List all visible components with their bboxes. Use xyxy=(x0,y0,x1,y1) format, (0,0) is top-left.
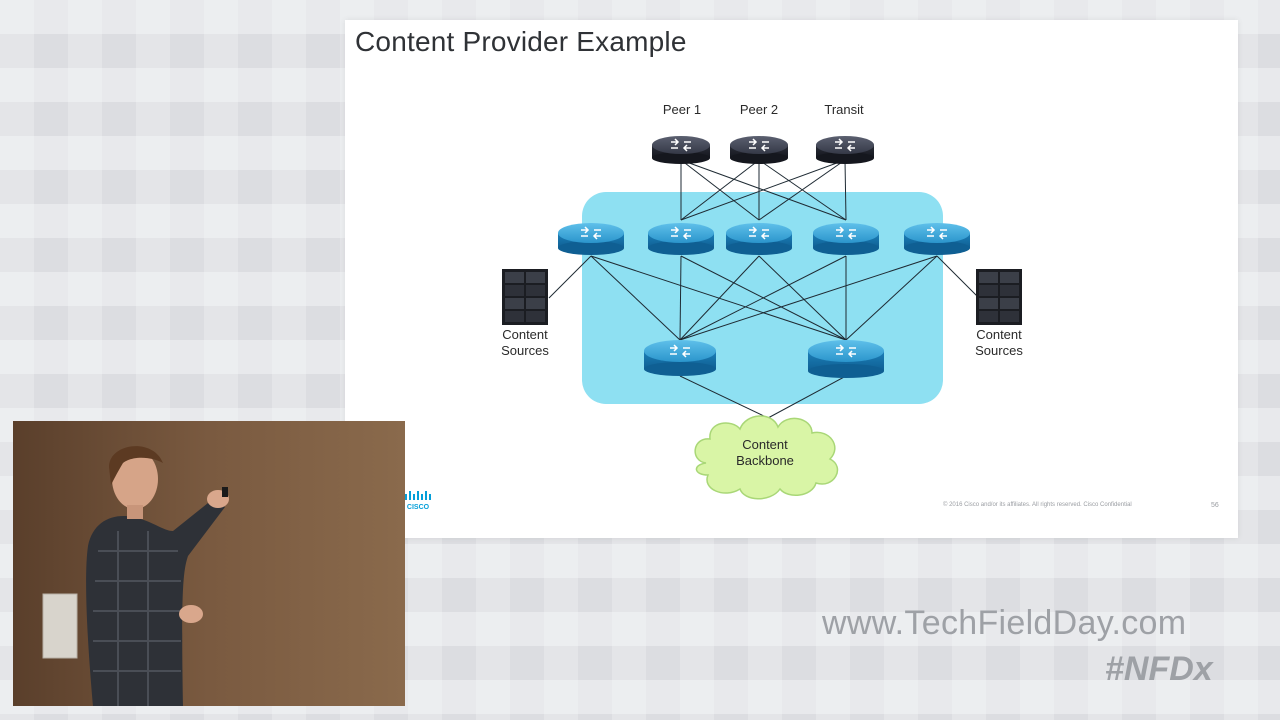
label-content-sources-right-1: Content xyxy=(976,327,1022,342)
slide-footer: © 2016 Cisco and/or its affiliates. All … xyxy=(943,502,1132,508)
network-diagram: Peer 1 Peer 2 Transit Content Sources Co… xyxy=(501,102,1023,500)
presentation-slide: Content Provider Example xyxy=(345,20,1238,538)
server-stack-left-icon xyxy=(502,269,548,325)
watermark-url: www.TechFieldDay.com xyxy=(822,604,1187,642)
content-backbone-cloud xyxy=(694,415,839,500)
server-stack-right-icon xyxy=(976,269,1022,325)
presenter-image xyxy=(13,421,405,706)
label-transit: Transit xyxy=(824,102,864,117)
svg-text:CISCO: CISCO xyxy=(407,504,430,511)
router-edge-left xyxy=(558,223,624,255)
label-peer-1: Peer 1 xyxy=(663,102,701,117)
router-transit xyxy=(816,136,874,164)
router-lower-left xyxy=(644,340,716,376)
router-core-2 xyxy=(726,223,792,255)
label-backbone-1: Content xyxy=(742,437,788,452)
network-links xyxy=(548,159,980,419)
label-backbone-2: Backbone xyxy=(736,453,794,468)
router-peer-2 xyxy=(730,136,788,164)
cisco-logo-icon: CISCO xyxy=(405,491,431,511)
router-peer-1 xyxy=(652,136,710,164)
router-core-3 xyxy=(813,223,879,255)
label-content-sources-left-1: Content xyxy=(502,327,548,342)
slide-title: Content Provider Example xyxy=(355,26,687,57)
router-core-1 xyxy=(648,223,714,255)
label-peer-2: Peer 2 xyxy=(740,102,778,117)
watermark-hashtag: #NFDx xyxy=(1105,650,1213,688)
router-edge-right xyxy=(904,223,970,255)
slide-page-number: 56 xyxy=(1211,502,1219,509)
label-content-sources-right-2: Sources xyxy=(975,343,1023,358)
presenter-video xyxy=(13,421,405,706)
label-content-sources-left-2: Sources xyxy=(501,343,549,358)
router-lower-right xyxy=(808,340,884,378)
